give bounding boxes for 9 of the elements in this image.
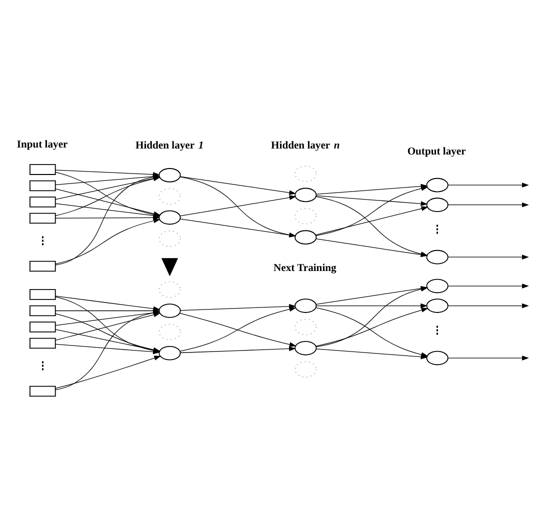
label: Input layer (16, 139, 68, 150)
label: ⋮ (432, 224, 444, 236)
label: ⋮ (432, 326, 444, 337)
label: ⋮ (37, 236, 48, 248)
label: Output layer (407, 146, 466, 158)
label: ⋮ (37, 360, 48, 372)
label: Hidden layer 1 (136, 140, 204, 152)
label: Hidden layer n (271, 140, 340, 152)
label: Next Training (274, 262, 336, 274)
